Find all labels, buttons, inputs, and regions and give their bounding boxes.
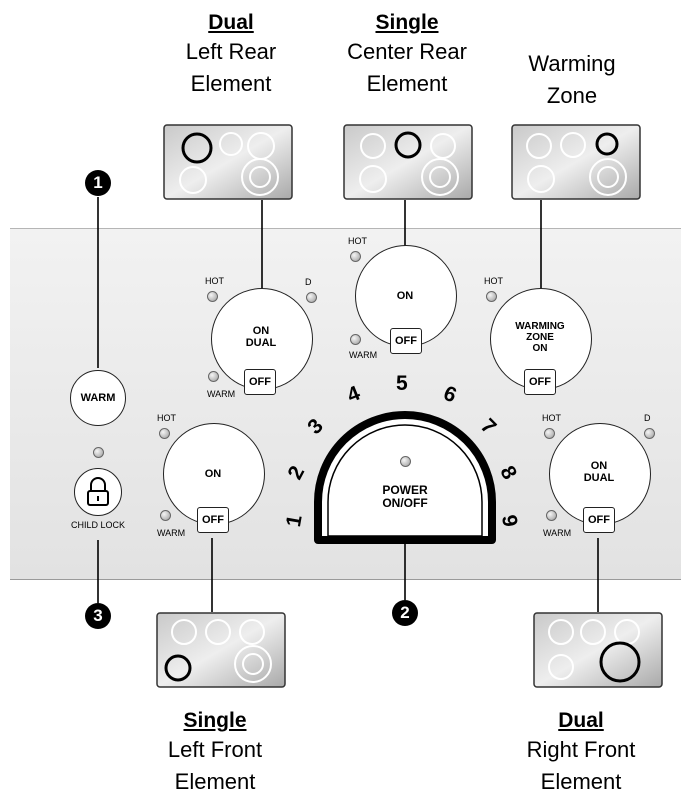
padlock-icon bbox=[87, 477, 109, 506]
center-rear-warm-label: WARM bbox=[349, 350, 378, 360]
child-lock-label: CHILD LOCK bbox=[70, 520, 125, 530]
center-rear-heading: Single Center Rear Element bbox=[307, 10, 507, 100]
left-rear-cooktop-illustration bbox=[163, 124, 293, 200]
warming-zone-hot-label: HOT bbox=[484, 276, 503, 286]
child-lock-button[interactable] bbox=[74, 468, 122, 516]
right-front-cooktop-illustration bbox=[533, 612, 663, 688]
warming-zone-text-1: WARMING bbox=[515, 321, 565, 332]
left-rear-dual-text: DUAL bbox=[245, 337, 277, 349]
warming-zone-name-1: Warming bbox=[528, 51, 616, 76]
left-rear-dual-led bbox=[306, 292, 317, 303]
left-rear-name-2: Element bbox=[190, 71, 272, 96]
left-front-cooktop-illustration bbox=[156, 612, 286, 688]
right-front-hot-label: HOT bbox=[542, 413, 561, 423]
warming-zone-cooktop-illustration bbox=[511, 124, 641, 200]
left-front-hot-led bbox=[159, 428, 170, 439]
warming-zone-text-2: ZONE bbox=[526, 332, 554, 343]
right-front-name-1: Right Front bbox=[526, 737, 636, 762]
center-rear-hot-led bbox=[350, 251, 361, 262]
left-front-name-1: Left Front bbox=[167, 737, 263, 762]
left-rear-dual-indicator-label: D bbox=[305, 277, 312, 287]
power-label: POWER ON/OFF bbox=[355, 484, 455, 510]
warming-zone-label: WARMING ZONE ON bbox=[490, 321, 590, 354]
left-front-warm-led bbox=[160, 510, 171, 521]
center-rear-type: Single bbox=[375, 11, 439, 34]
right-front-name-2: Element bbox=[540, 769, 622, 794]
right-front-on-label: ON DUAL bbox=[549, 460, 649, 484]
callout-1: 1 bbox=[85, 170, 111, 196]
left-front-hot-label: HOT bbox=[157, 413, 176, 423]
left-front-type: Single bbox=[183, 709, 247, 732]
left-rear-warm-led bbox=[208, 371, 219, 382]
left-rear-hot-led bbox=[207, 291, 218, 302]
center-rear-hot-label: HOT bbox=[348, 236, 367, 246]
left-front-on-label: ON bbox=[204, 468, 222, 480]
left-front-off-button[interactable]: OFF bbox=[197, 507, 229, 533]
left-rear-hot-label: HOT bbox=[205, 276, 224, 286]
callout-2: 2 bbox=[392, 600, 418, 626]
right-front-hot-led bbox=[544, 428, 555, 439]
center-rear-warm-led bbox=[350, 334, 361, 345]
right-front-warm-led bbox=[546, 510, 557, 521]
left-front-heading: Single Left Front Element bbox=[115, 708, 315, 798]
right-front-type: Dual bbox=[558, 709, 604, 732]
power-text-2: ON/OFF bbox=[382, 496, 428, 510]
left-rear-warm-label: WARM bbox=[207, 389, 236, 399]
warming-zone-name-2: Zone bbox=[546, 83, 598, 108]
dial-number-5: 5 bbox=[396, 372, 408, 395]
right-front-dual-led bbox=[644, 428, 655, 439]
left-front-warm-label: WARM bbox=[157, 528, 186, 538]
right-front-dual-text: DUAL bbox=[583, 472, 615, 484]
right-front-warm-label: WARM bbox=[543, 528, 572, 538]
center-rear-name-1: Center Rear bbox=[347, 39, 467, 64]
power-text-1: POWER bbox=[382, 483, 428, 497]
warming-zone-on-text: ON bbox=[532, 343, 548, 354]
center-rear-on-label: ON bbox=[396, 290, 414, 302]
child-lock-led bbox=[93, 447, 104, 458]
center-rear-cooktop-illustration bbox=[343, 124, 473, 200]
power-dial[interactable] bbox=[300, 390, 510, 550]
left-rear-type: Dual bbox=[208, 11, 254, 34]
right-front-dual-indicator-label: D bbox=[644, 413, 651, 423]
left-rear-on-text: ON bbox=[252, 325, 270, 337]
left-rear-off-button[interactable]: OFF bbox=[244, 369, 276, 395]
left-rear-on-label: ON DUAL bbox=[211, 325, 311, 349]
left-rear-heading: Dual Left Rear Element bbox=[131, 10, 331, 100]
left-front-name-2: Element bbox=[174, 769, 256, 794]
left-rear-name-1: Left Rear bbox=[185, 39, 277, 64]
power-led bbox=[400, 456, 411, 467]
center-rear-off-button[interactable]: OFF bbox=[390, 328, 422, 354]
warming-zone-heading: Warming Zone bbox=[472, 48, 672, 112]
right-front-on-text: ON bbox=[590, 460, 608, 472]
warm-button[interactable]: WARM bbox=[70, 370, 126, 426]
callout-3: 3 bbox=[85, 603, 111, 629]
warming-zone-off-button[interactable]: OFF bbox=[524, 369, 556, 395]
right-front-off-button[interactable]: OFF bbox=[583, 507, 615, 533]
right-front-heading: Dual Right Front Element bbox=[481, 708, 681, 798]
warming-zone-hot-led bbox=[486, 291, 497, 302]
center-rear-name-2: Element bbox=[366, 71, 448, 96]
